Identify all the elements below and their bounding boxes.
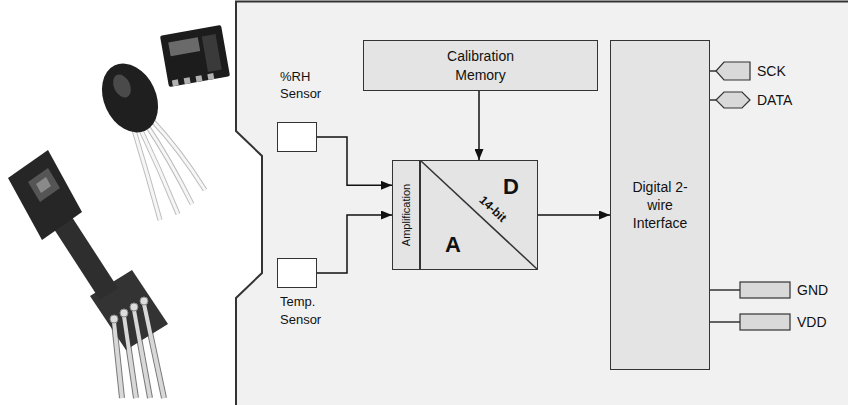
sensor-label: Temp. Sensor (280, 293, 340, 328)
bidirectional-pin (716, 92, 750, 108)
pin-wire (710, 289, 740, 291)
stick-sensor-photo (8, 150, 168, 398)
box-label: Amplification (401, 184, 412, 246)
stick-chip (28, 168, 60, 202)
capped-sensor-photo (91, 54, 205, 220)
pin-name: DATA (757, 93, 792, 107)
sensor-label: %RH Sensor (280, 68, 340, 103)
converter-label: D (503, 176, 519, 198)
adc-box: D14-bitA (420, 160, 538, 270)
input-pin (716, 62, 750, 80)
pin-leg (124, 316, 136, 398)
lead-wire (134, 130, 160, 220)
signal-arrow (317, 137, 392, 185)
smd-cover (202, 34, 222, 72)
pin-leg (114, 322, 122, 398)
smd-pad (196, 75, 203, 82)
sensor-cap (91, 54, 169, 141)
cap-highlight (110, 72, 135, 101)
amplifier-box: Amplification (392, 160, 420, 270)
signal-arrow (538, 214, 610, 216)
pin-wire (710, 321, 740, 323)
lead-wire (134, 130, 160, 220)
pin-name: VDD (797, 315, 827, 329)
solder-pad (120, 309, 128, 317)
interface-box: Digital 2-wire Interface (610, 40, 710, 370)
solder-pad (130, 303, 138, 311)
stick-neck (52, 214, 118, 300)
calibration-memory-box: Calibration Memory (363, 40, 598, 91)
solder-pad (110, 315, 118, 323)
box-label: Digital 2-wire Interface (624, 178, 696, 233)
converter-label: 14-bit (477, 194, 509, 225)
lead-wire (151, 119, 205, 190)
converter-label: A (445, 234, 461, 256)
pin-leg (144, 304, 164, 398)
signal-arrow (478, 91, 480, 160)
solder-pad (140, 297, 148, 305)
smd-chip (168, 37, 200, 56)
smd-pad (184, 77, 191, 84)
pin-wire (710, 99, 716, 101)
pin-wire (710, 70, 716, 72)
sensor-housing (236, 2, 848, 405)
signal-arrow (317, 215, 392, 273)
humidity-sensor-box: %RH Sensor (277, 122, 317, 152)
smd-pad (172, 79, 179, 86)
pin-name: SCK (757, 64, 786, 78)
smd-body (160, 25, 230, 87)
power-pin (740, 282, 790, 298)
converter-diagonal (421, 161, 537, 269)
smd-sensor-photo (160, 25, 230, 87)
converter-diagonal (421, 161, 537, 269)
smd-pad (207, 73, 214, 80)
temperature-sensor-box: Temp. Sensor (277, 258, 317, 288)
stick-chip-window (36, 177, 51, 193)
power-pin (740, 314, 790, 330)
lead-wire (151, 119, 205, 190)
box-label: Calibration Memory (433, 47, 528, 83)
stick-head (8, 150, 82, 240)
pin-name: GND (797, 283, 828, 297)
